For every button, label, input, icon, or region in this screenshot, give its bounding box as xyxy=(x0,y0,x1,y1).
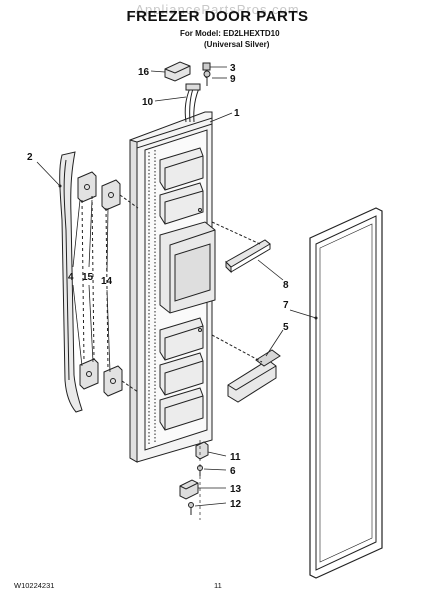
door-assembly xyxy=(129,111,216,463)
screw-9 xyxy=(203,70,211,86)
callout-13: 13 xyxy=(230,484,242,495)
callout-9: 9 xyxy=(230,74,236,85)
callout-12: 12 xyxy=(230,499,242,510)
leader-lines xyxy=(36,66,317,507)
callout-8: 8 xyxy=(283,280,289,291)
doc-number: W10224231 xyxy=(14,581,55,590)
callout-5: 5 xyxy=(283,322,289,333)
callout-4: 4 xyxy=(68,272,74,283)
watermark: AppliancePartsPros.com xyxy=(135,2,300,17)
callout-1: 1 xyxy=(234,108,240,119)
hinge-cap xyxy=(164,61,191,82)
callout-15: 15 xyxy=(82,272,94,283)
callout-6: 6 xyxy=(230,466,236,477)
wire-harness xyxy=(184,83,201,123)
handle-mount-upper xyxy=(77,171,139,211)
page-title: FREEZER DOOR PARTS xyxy=(126,8,309,25)
callout-10: 10 xyxy=(142,97,154,108)
bottom-hinge-bushing xyxy=(195,441,209,460)
bottom-screw-12 xyxy=(188,502,194,515)
callout-2: 2 xyxy=(27,152,33,163)
callout-16: 16 xyxy=(138,67,150,78)
handle-mount-lower xyxy=(79,358,139,397)
door-handle xyxy=(59,151,83,413)
trim-strip xyxy=(211,221,271,274)
callout-3: 3 xyxy=(230,63,236,74)
color-line: (Universal Silver) xyxy=(204,40,270,49)
door-gasket xyxy=(309,207,383,579)
model-line: For Model: ED2LHEXTD10 xyxy=(180,29,280,38)
callout-11: 11 xyxy=(230,452,241,463)
door-bin xyxy=(211,334,281,403)
callout-7: 7 xyxy=(283,300,289,311)
bottom-hinge-13 xyxy=(179,479,199,500)
page-number: 11 xyxy=(214,581,222,590)
callout-14: 14 xyxy=(101,276,113,287)
